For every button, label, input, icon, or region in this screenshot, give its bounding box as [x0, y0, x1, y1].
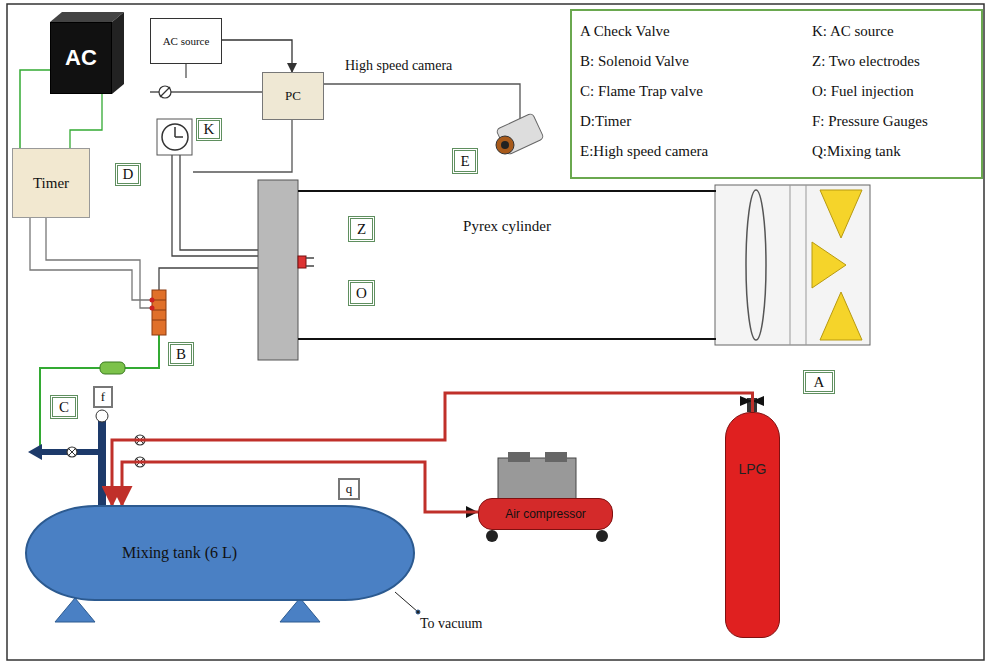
legend-entry: K: AC source	[812, 23, 894, 40]
flame-trap-valve	[100, 362, 125, 374]
manifold-pipe	[28, 410, 145, 508]
node-label: B	[176, 346, 186, 363]
node-label: D	[123, 166, 134, 183]
legend-entry: Q:Mixing tank	[812, 143, 901, 160]
connector	[20, 70, 50, 148]
legend-text: A Check Valve	[580, 23, 670, 39]
legend-entry: Z: Two electrodes	[812, 53, 920, 70]
ac-cube-shading	[50, 12, 124, 94]
solenoid-valve	[150, 290, 167, 335]
callout-letter: O	[348, 280, 375, 306]
legend-entry: D:Timer	[580, 113, 631, 130]
legend-entry: O: Fuel injection	[812, 83, 914, 100]
callout-letter: B	[168, 342, 194, 366]
mixing-tank: Mixing tank (6 L)	[25, 505, 415, 601]
legend-box: A Check Valve B: Solenoid Valve C: Flame T…	[570, 9, 983, 179]
legend-entry: E:High speed camera	[580, 143, 708, 160]
callout-letter: q	[338, 478, 360, 500]
legend-text: C: Flame Trap valve	[580, 83, 703, 99]
legend-text: E:High speed camera	[580, 143, 708, 159]
callout-letter: K	[196, 118, 222, 141]
timer-box: Timer	[12, 148, 90, 218]
callout-letter: E	[452, 148, 478, 174]
node-label: A	[814, 374, 825, 391]
node-label: AC	[65, 45, 97, 71]
legend-text: K: AC source	[812, 23, 894, 39]
legend-text: B: Solenoid Valve	[580, 53, 689, 69]
legend-entry: F: Pressure Gauges	[812, 113, 928, 130]
callout-letter: D	[115, 163, 141, 186]
node-label: C	[59, 399, 69, 416]
high-speed-camera	[496, 113, 544, 155]
frame	[7, 4, 984, 660]
timer-clock-symbol	[157, 119, 192, 155]
callout-letter: A	[803, 370, 835, 394]
pyrex-cylinder: Pyrex cylinder	[298, 190, 716, 340]
ac-source-box: AC source	[150, 18, 222, 64]
legend-entry: B: Solenoid Valve	[580, 53, 689, 70]
callout-letter: f	[93, 386, 113, 408]
node-label: O	[356, 285, 367, 302]
node-label: LPG	[738, 461, 766, 477]
node-label: Air compressor	[505, 507, 586, 521]
legend-entry: C: Flame Trap valve	[580, 83, 703, 100]
lpg-cylinder: LPG	[725, 412, 780, 638]
pyrex-cylinder-body	[258, 180, 870, 360]
node-label: Timer	[33, 175, 69, 192]
node-label: K	[204, 121, 215, 138]
node-label: PC	[285, 88, 301, 104]
legend-entry: A Check Valve	[580, 23, 670, 40]
outlet-label: To vacuum	[420, 616, 482, 632]
node-label: AC source	[163, 35, 210, 47]
node-label: E	[460, 153, 469, 170]
node-label: f	[101, 389, 105, 405]
pc-box: PC	[262, 72, 324, 120]
air-compressor-tank: Air compressor	[478, 498, 613, 530]
callout-letter: C	[50, 395, 78, 419]
node-label: Z	[357, 221, 366, 238]
camera-label: High speed camera	[345, 58, 452, 74]
legend-text: Q:Mixing tank	[812, 143, 901, 159]
node-label: Pyrex cylinder	[463, 218, 551, 235]
connector	[112, 393, 753, 505]
node-label: q	[346, 481, 353, 497]
legend-text: O: Fuel injection	[812, 83, 914, 99]
pressure-gauge-symbol	[159, 86, 171, 98]
electrodes	[298, 256, 314, 268]
callout-letter: Z	[348, 216, 375, 242]
legend-text: D:Timer	[580, 113, 631, 129]
legend-text: F: Pressure Gauges	[812, 113, 928, 129]
connector	[222, 40, 292, 72]
ac-power-box: AC	[50, 22, 112, 94]
legend-text: Z: Two electrodes	[812, 53, 920, 69]
node-label: Mixing tank (6 L)	[122, 544, 237, 562]
